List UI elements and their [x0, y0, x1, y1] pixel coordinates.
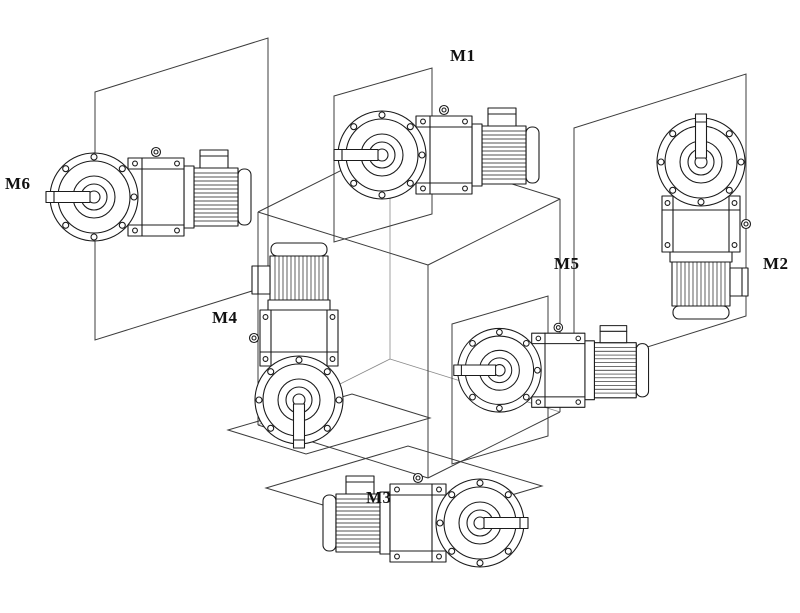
label-m4: M4	[212, 308, 238, 327]
gearmotor-m6	[45, 146, 252, 242]
label-m3: M3	[366, 488, 392, 507]
mounting-planes	[94, 37, 747, 529]
gearmotor-m1	[333, 104, 540, 200]
mounting-plane-m2	[573, 73, 747, 371]
gearmotor-m4	[248, 242, 344, 449]
label-m6: M6	[5, 174, 31, 193]
label-m5: M5	[554, 254, 580, 273]
mounting-plane-m1	[333, 67, 433, 243]
label-m1: M1	[450, 46, 476, 65]
label-m2: M2	[763, 254, 789, 273]
gearmotor-m5	[453, 322, 650, 413]
mounting-plane-m5	[451, 295, 549, 465]
gearmotor-m3	[322, 472, 529, 568]
gearmotor-m2	[656, 113, 752, 320]
